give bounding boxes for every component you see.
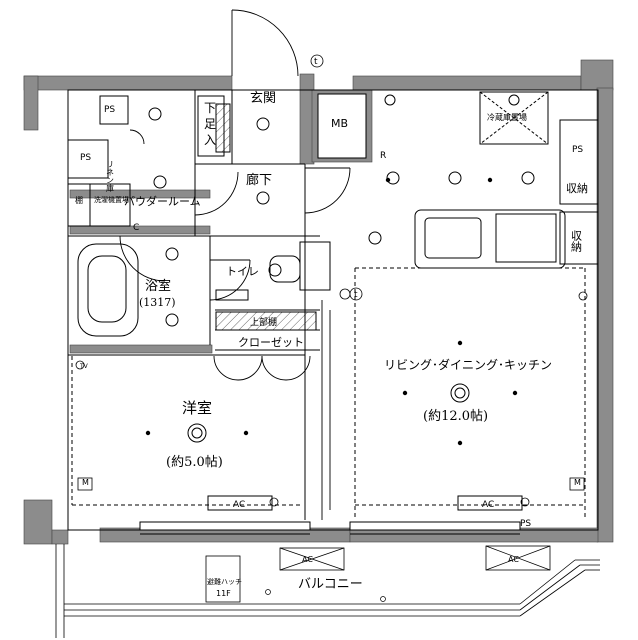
mark-r: R (380, 151, 386, 161)
balcony-drain-dots (265, 589, 386, 602)
downlight-dots (145, 177, 518, 446)
label-toilet: トイレ (226, 265, 259, 278)
label-ldk: リビング･ダイニング･キッチン (384, 357, 552, 372)
label-shoe-storage-2: 足 (204, 117, 216, 131)
mark-ac-4: AC (508, 555, 519, 564)
label-escape-hatch-floor: 11F (216, 589, 231, 598)
label-ldk-size: (約12.0帖) (423, 409, 488, 424)
label-fridge: 冷蔵庫置場 (487, 112, 527, 122)
mark-ac-1: AC (233, 500, 245, 510)
room-labels: 玄関 下 足 入 MB 廊下 パウダールーム リネン庫 棚 洗濯機置場 浴室 (… (75, 91, 589, 598)
mark-t-2: t (354, 290, 358, 300)
mark-ac-2: AC (482, 500, 494, 510)
equipment-marks: PS PS PS PS AC AC AC AC C R M M t t TV (79, 57, 583, 564)
label-linen: リネン庫 (106, 160, 115, 193)
light-fixtures (148, 94, 535, 443)
label-balcony: バルコニー (298, 577, 363, 592)
mark-m-2: M (574, 478, 581, 487)
mark-ac-3: AC (302, 555, 313, 564)
label-mb: MB (331, 117, 348, 130)
label-hallway: 廊下 (246, 172, 272, 188)
label-escape-hatch: 避難ハッチ (207, 577, 242, 586)
label-shoe-storage-3: 入 (204, 133, 216, 147)
interior-walls (67, 89, 599, 531)
mark-ps-4: PS (520, 519, 531, 529)
label-entrance: 玄関 (250, 91, 276, 106)
label-closet: クローゼット (238, 336, 304, 349)
mark-ps-1: PS (104, 105, 115, 115)
mark-m-1: M (82, 478, 89, 487)
label-western-room-size: (約5.0帖) (166, 455, 223, 470)
exterior-walls (23, 59, 614, 545)
label-upper-cabinet: 上部棚 (250, 316, 277, 328)
mark-c: C (133, 223, 139, 233)
mark-circles (75, 54, 588, 507)
label-western-room: 洋室 (182, 399, 212, 417)
label-bathroom: 浴室 (145, 278, 171, 294)
label-shelf: 棚 (75, 195, 84, 205)
mark-ps-2: PS (80, 153, 91, 163)
label-shoe-storage-1: 下 (204, 101, 216, 115)
doors (119, 9, 520, 535)
label-washer: 洗濯機置場 (94, 195, 129, 204)
balcony (55, 544, 600, 638)
mark-ps-3: PS (572, 145, 583, 155)
label-bathroom-size: (1317) (139, 296, 176, 309)
label-storage-2: 収納 (570, 230, 583, 253)
label-storage-1: 収納 (566, 182, 588, 195)
label-powder-room: パウダールーム (124, 194, 201, 208)
mark-t-1: t (314, 57, 318, 67)
